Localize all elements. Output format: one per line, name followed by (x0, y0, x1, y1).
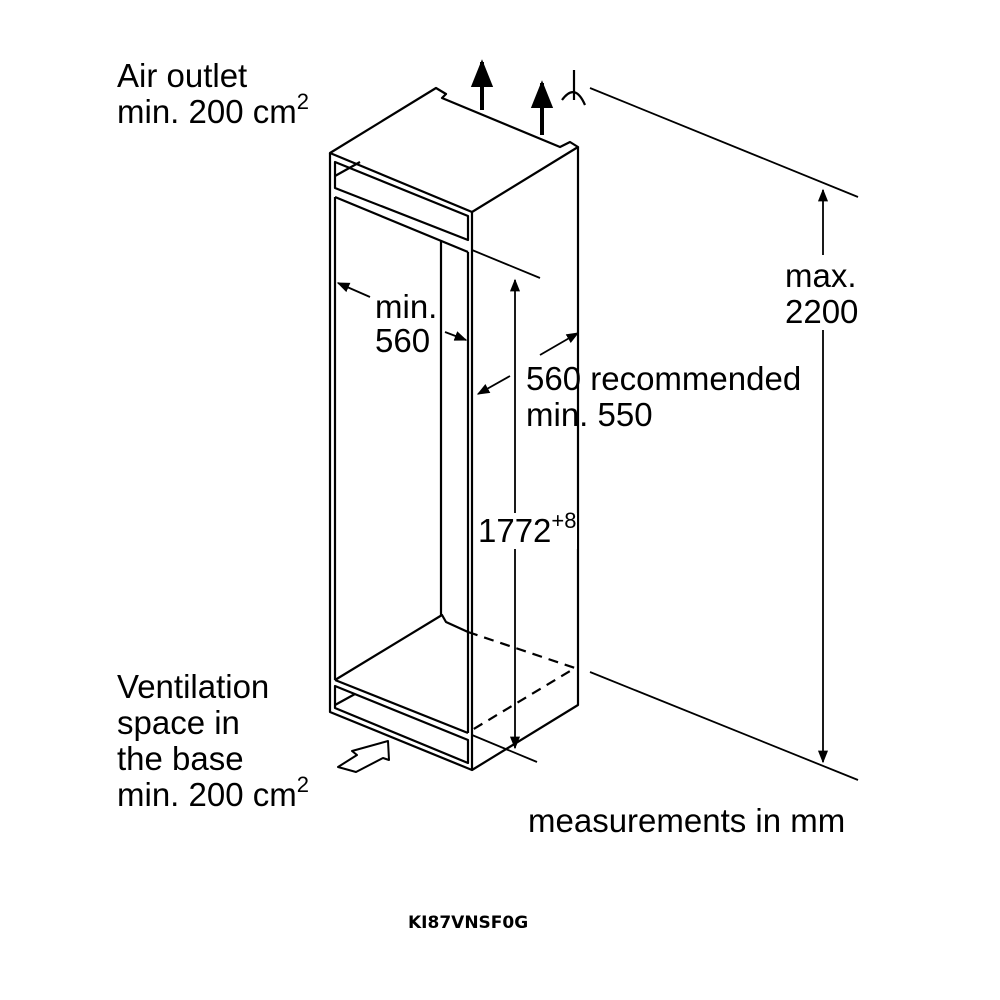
air-outlet-line1: Air outlet (117, 57, 248, 94)
ventilation-value: min. 200 cm (117, 776, 297, 813)
niche-height-label: 1772+8 (478, 510, 577, 549)
ventilation-label: Ventilation space in the base min. 200 c… (117, 669, 309, 813)
ventilation-inlet-arrow-icon (337, 740, 390, 773)
max-height-line2: 2200 (785, 293, 859, 330)
air-outlet-line2: min. 200 cm2 (117, 91, 309, 130)
airflow-arrows (470, 59, 587, 135)
niche-height-value: 1772 (478, 512, 552, 549)
depth-line2: min. 550 (526, 396, 653, 433)
air-outlet-label: Air outlet min. 200 cm2 (117, 58, 309, 130)
width-line2: 560 (375, 322, 431, 359)
depth-line1: 560 recommended (526, 360, 802, 397)
ventilation-line2: space in (117, 704, 240, 741)
width-label: min. 560 (375, 290, 437, 358)
air-outlet-value: min. 200 cm (117, 93, 297, 130)
ventilation-line4: min. 200 cm2 (117, 774, 309, 813)
ventilation-superscript: 2 (296, 772, 309, 797)
units-note: measurements in mm (528, 802, 846, 839)
max-height-line1: max. (785, 257, 857, 294)
width-line1: min. (375, 288, 438, 325)
ventilation-line3: the base (117, 740, 244, 777)
air-outlet-superscript: 2 (296, 89, 309, 114)
max-height-label: max. 2200 (785, 258, 858, 330)
niche-height-tolerance: +8 (551, 508, 577, 533)
model-number: KI87VNSF0G (408, 913, 529, 933)
dimension-lines (336, 87, 859, 781)
ventilation-line1: Ventilation (117, 668, 270, 705)
depth-label: 560 recommended min. 550 (526, 361, 801, 433)
